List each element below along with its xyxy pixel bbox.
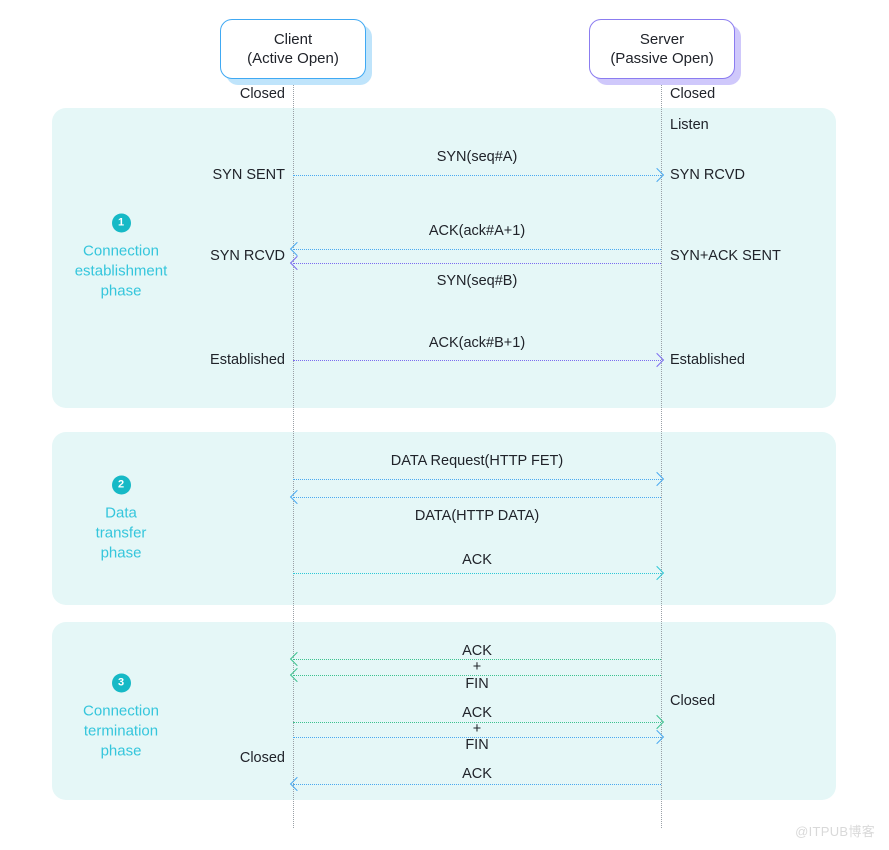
phase-caption-text: Connection establishment phase — [46, 242, 196, 302]
phase-caption-line: Data — [105, 504, 137, 522]
message-label: DATA(HTTP DATA) — [414, 508, 540, 524]
state-label-server: SYN RCVD — [670, 167, 745, 183]
message-label: ACK — [462, 643, 492, 659]
message-label: ACK(ack#B+1) — [428, 335, 526, 351]
state-label-server: Closed — [670, 693, 716, 709]
state-label-client: Closed — [239, 750, 285, 766]
message-arrow-line — [293, 263, 661, 264]
actor-box-server[interactable]: Server (Passive Open) — [589, 19, 735, 79]
message-label: ACK — [462, 766, 492, 782]
actor-client-name: Client — [273, 31, 313, 48]
message-arrow-line — [293, 249, 661, 250]
lifeline-server — [661, 78, 662, 828]
lifeline-client — [293, 78, 294, 828]
message-arrow-line — [293, 175, 661, 176]
message-label: FIN — [465, 737, 489, 753]
phase-caption-line: Connection — [83, 242, 159, 260]
message-label: ACK — [462, 552, 492, 568]
phase-band-1 — [52, 108, 836, 408]
message-arrow-line — [293, 497, 661, 498]
message-label: ACK(ack#A+1) — [428, 223, 526, 239]
watermark: @ITPUB博客 — [795, 824, 875, 839]
phase-caption-line: phase — [100, 544, 142, 562]
phase-band-2 — [52, 432, 836, 605]
state-label-server: Closed — [670, 86, 716, 102]
message-label: + — [472, 721, 482, 737]
state-label-client: Established — [210, 352, 285, 368]
phase-caption-line: phase — [100, 742, 142, 760]
message-arrow-line — [293, 675, 661, 676]
phase-caption-text: Data transfer phase — [46, 504, 196, 564]
message-label: SYN(seq#A) — [436, 149, 518, 165]
state-label-client: SYN SENT — [212, 167, 285, 183]
phase-caption-line: establishment — [74, 262, 168, 280]
phase-caption-text: Connection termination phase — [46, 702, 196, 762]
phase-number-badge: 1 — [111, 213, 131, 233]
phase-caption-line: transfer — [95, 524, 147, 542]
state-label-server: SYN+ACK SENT — [670, 248, 781, 264]
message-label: FIN — [465, 676, 489, 692]
actor-box-client[interactable]: Client (Active Open) — [220, 19, 366, 79]
phase-band-3 — [52, 622, 836, 800]
message-arrow-line — [293, 737, 661, 738]
state-label-server: Established — [670, 352, 745, 368]
message-arrow-line — [293, 573, 661, 574]
phase-caption-line: phase — [100, 282, 142, 300]
phase-number-badge: 3 — [111, 673, 131, 693]
state-label-client: SYN RCVD — [210, 248, 285, 264]
message-label: + — [472, 659, 482, 675]
message-arrow-line — [293, 360, 661, 361]
actor-client-mode: (Active Open) — [247, 50, 339, 67]
message-arrow-line — [293, 479, 661, 480]
message-arrow-line — [293, 722, 661, 723]
phase-caption-line: termination — [83, 722, 159, 740]
message-label: DATA Request(HTTP FET) — [390, 453, 564, 469]
message-arrow-line — [293, 784, 661, 785]
actor-server-mode: (Passive Open) — [610, 50, 714, 67]
message-label: ACK — [462, 705, 492, 721]
state-label-server: Listen — [670, 117, 709, 133]
message-arrow-line — [293, 659, 661, 660]
message-label: SYN(seq#B) — [436, 273, 518, 289]
phase-caption-line: Connection — [83, 702, 159, 720]
actor-server-name: Server — [639, 31, 685, 48]
phase-number-badge: 2 — [111, 475, 131, 495]
state-label-client: Closed — [239, 86, 285, 102]
